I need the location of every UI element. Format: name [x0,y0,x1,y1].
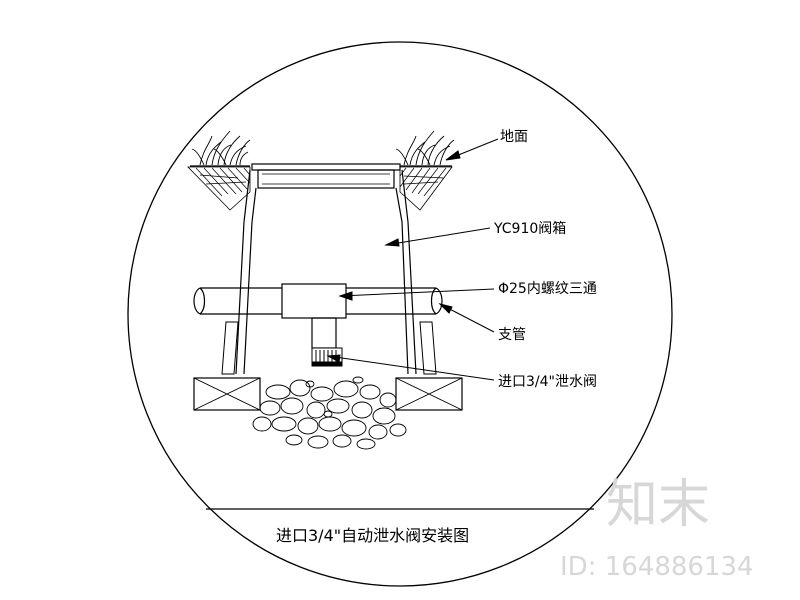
grass-right [395,130,455,166]
gravel-bed [252,376,407,450]
label-branch-pipe: 支管 [498,327,526,343]
brick-left [193,377,261,411]
label-valve-box: YC910阀箱 [493,221,566,237]
label-tee: Φ25内螺纹三通 [498,281,597,297]
brick-right [395,377,463,411]
ground-surface [187,165,453,211]
branch-pipe [193,287,443,315]
grass-left [191,130,251,166]
watermark-logo: 知末 [606,475,710,535]
leader-lines [326,138,499,381]
drawing-title: 进口3/4"自动泄水阀安装图 [276,526,469,545]
label-drain-valve: 进口3/4"泄水阀 [498,374,597,390]
tee-fitting [281,283,347,349]
watermark-id: ID: 164886134 [560,552,754,582]
detail-circle [127,41,673,587]
valve-box [221,163,437,375]
label-ground: 地面 [500,129,528,145]
